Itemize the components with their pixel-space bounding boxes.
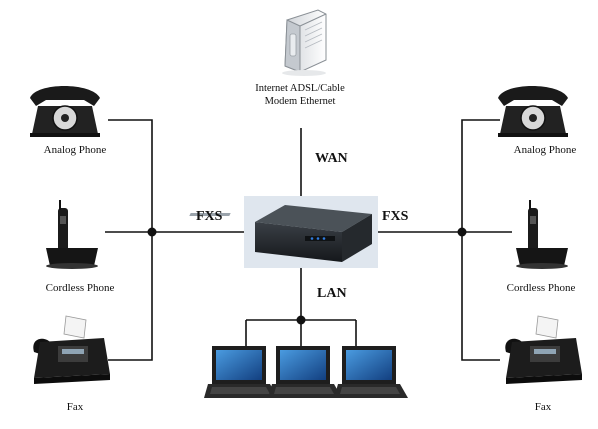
modem-label: Internet ADSL/Cable Modem Ethernet [230,82,370,108]
modem-label-line2: Modem Ethernet [230,95,370,108]
laptop-3-icon [334,346,408,398]
fax-right-label: Fax [508,401,578,413]
cordless-phone-left-icon [46,200,98,269]
cordless-phone-left-label: Cordless Phone [20,282,140,294]
modem-label-line1: Internet ADSL/Cable [230,82,370,95]
wan-label: WAN [315,151,348,167]
lan-label: LAN [317,286,347,302]
left-junction-dot [148,228,157,237]
fxs-right-label: FXS [382,209,408,225]
fax-right-icon [505,316,582,384]
laptop-2-icon [268,346,342,398]
fxs-left-label: FXS [196,209,222,225]
right-junction-dot [458,228,467,237]
cordless-phone-right-icon [516,200,568,269]
analog-phone-right-label: Analog Phone [490,144,598,156]
right-analog-link [462,120,500,360]
analog-phone-left-label: Analog Phone [20,144,130,156]
left-analog-link [108,120,152,360]
analog-phone-left-icon [30,86,100,137]
modem-icon [282,10,326,76]
fax-left-icon [33,316,110,384]
analog-phone-right-icon [498,86,568,137]
laptop-1-icon [204,346,278,398]
cordless-phone-right-label: Cordless Phone [486,282,596,294]
fax-left-label: Fax [40,401,110,413]
lan-junction-dot [297,316,306,325]
